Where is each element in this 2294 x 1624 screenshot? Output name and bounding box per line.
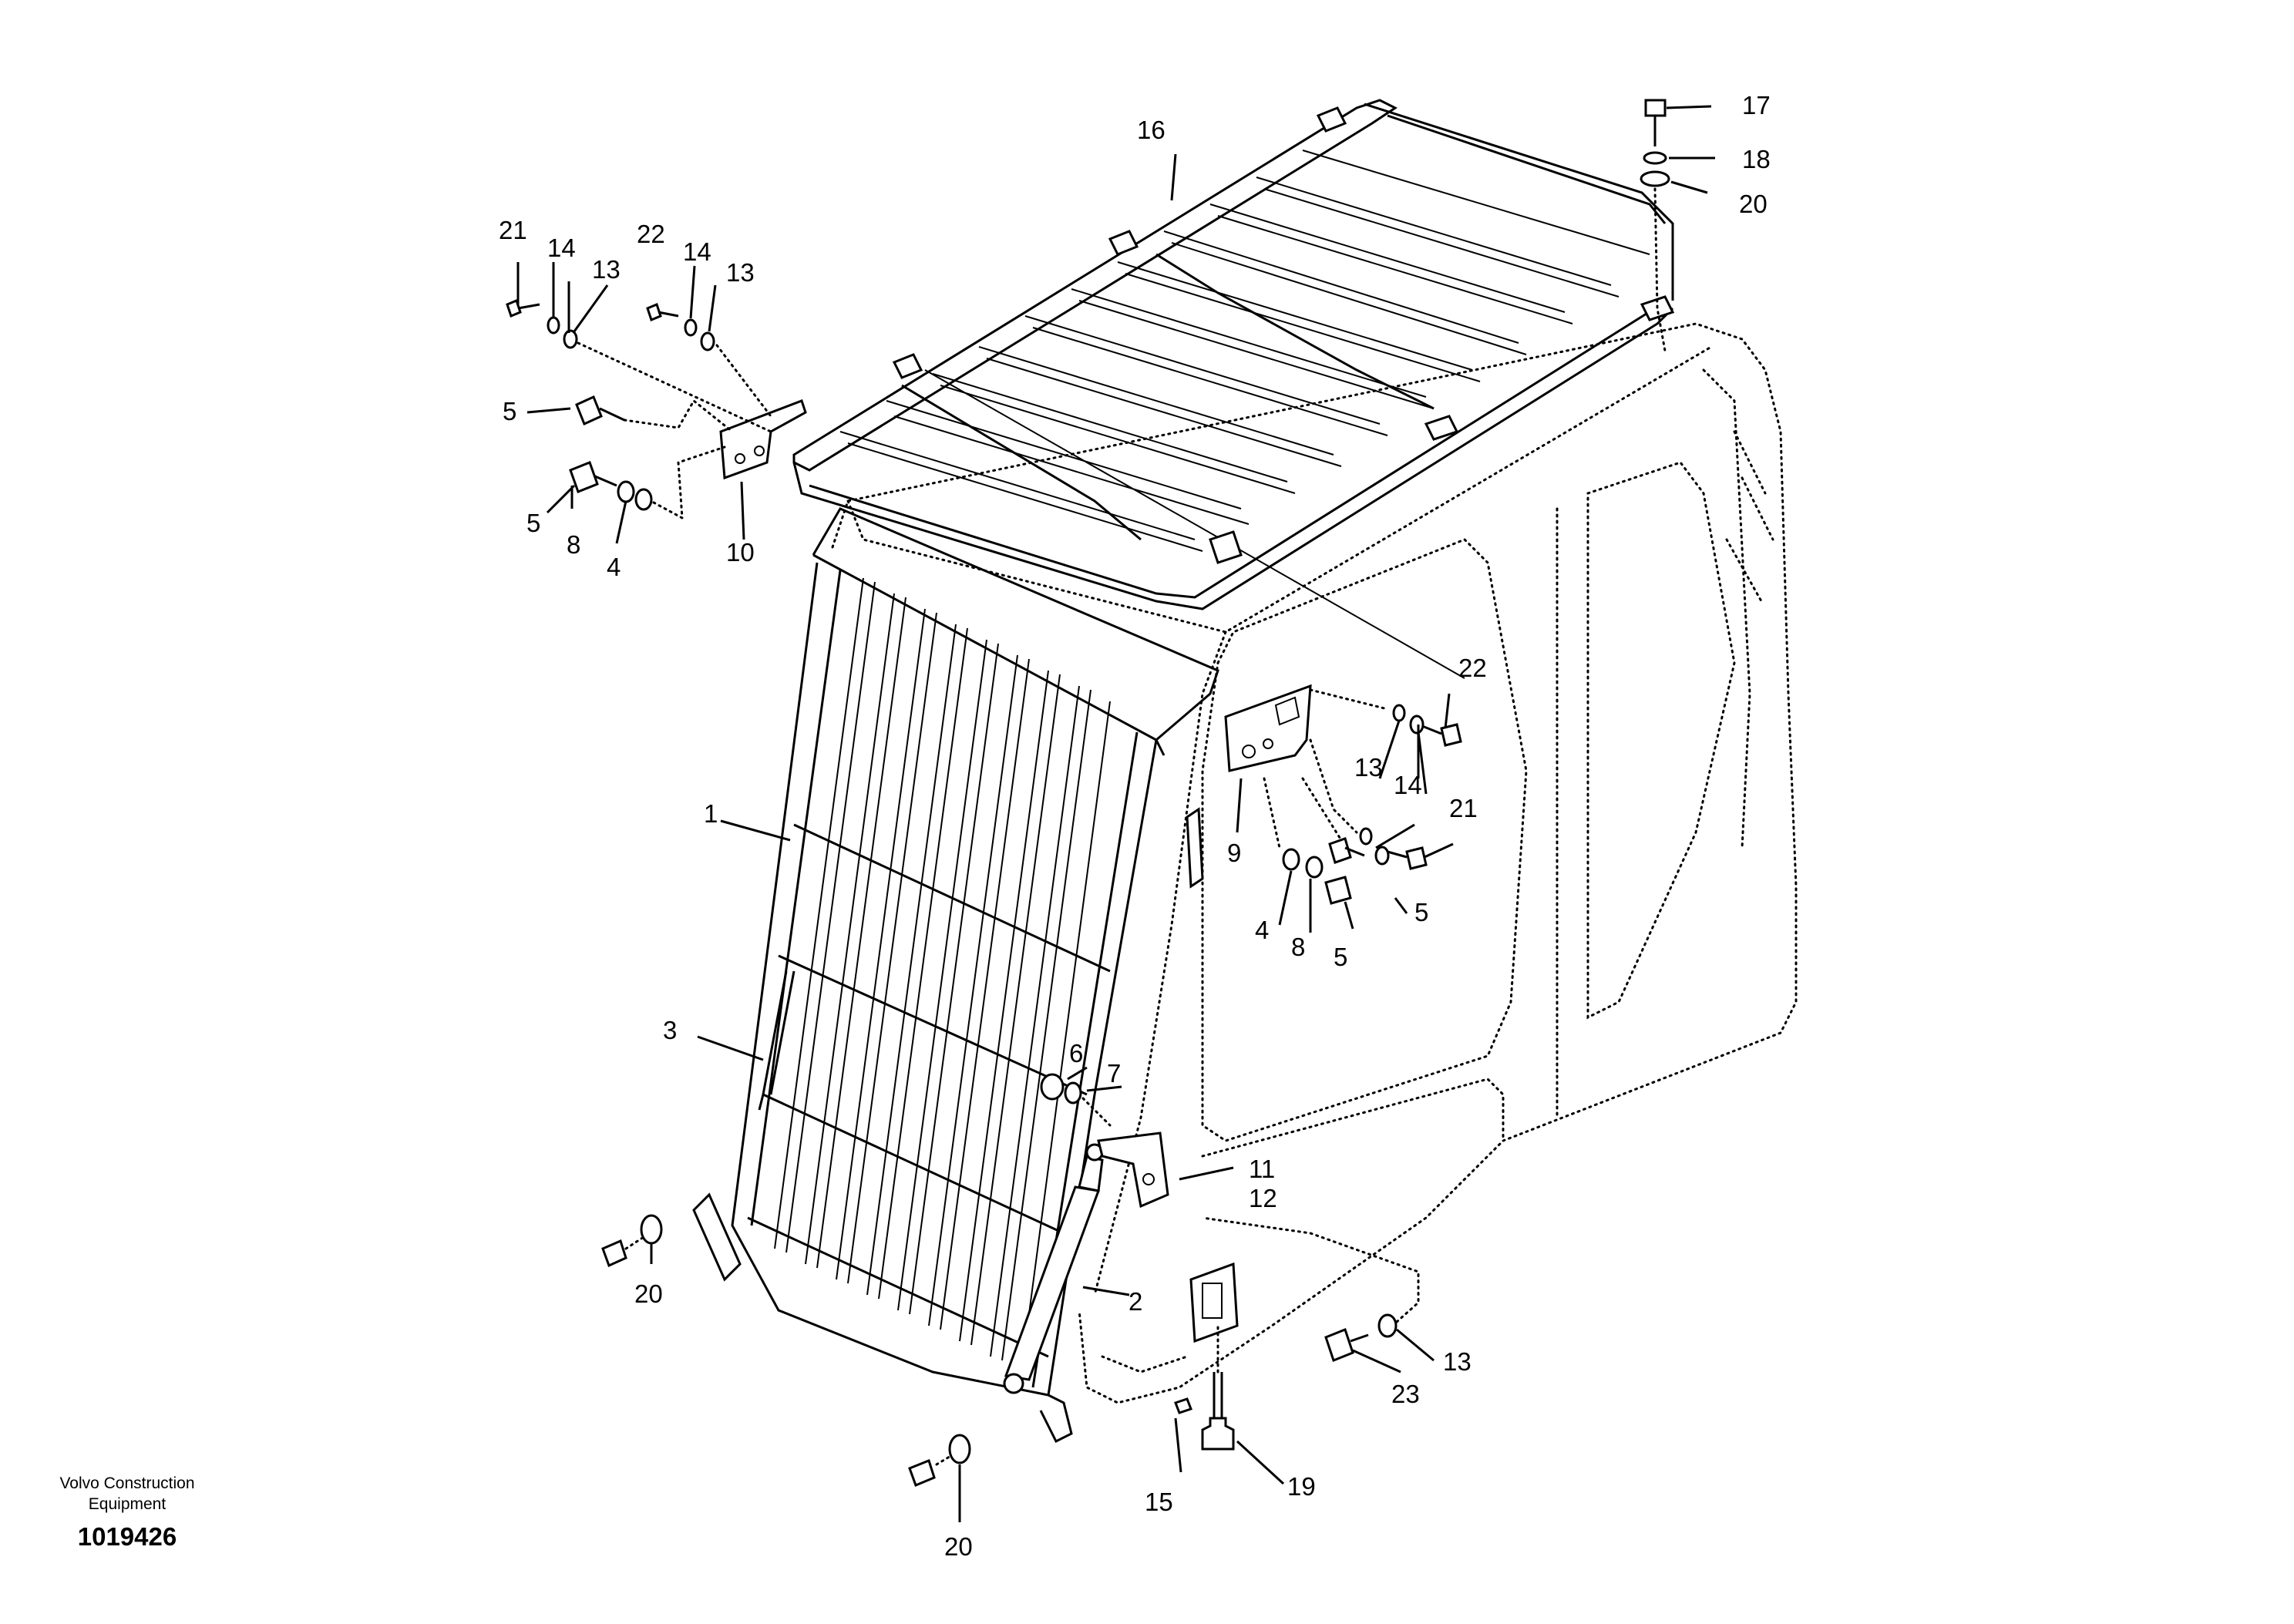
callout-22-right: 22 (1458, 654, 1487, 682)
callout-22-top: 22 (637, 220, 665, 248)
callout-11: 11 (1249, 1155, 1275, 1183)
callout-4-left: 4 (607, 553, 621, 581)
callout-6: 6 (1069, 1039, 1083, 1068)
brand-line-1: Volvo Construction (59, 1474, 194, 1492)
callout-17: 17 (1742, 91, 1771, 119)
callout-5-left: 5 (526, 509, 540, 537)
callout-8-right: 8 (1291, 933, 1305, 961)
callout-9: 9 (1227, 839, 1241, 867)
callout-7: 7 (1107, 1059, 1121, 1088)
callout-13-top-left: 13 (592, 255, 621, 284)
callout-labels: 1 2 3 4 4 5 5 5 5 6 7 8 8 9 10 11 12 13 … (499, 91, 1771, 1561)
callout-16: 16 (1137, 116, 1166, 144)
callout-19: 19 (1287, 1472, 1316, 1501)
callout-5-lower-right: 5 (1334, 943, 1347, 971)
brand-line-2: Equipment (89, 1495, 166, 1513)
callout-20-left: 20 (634, 1279, 663, 1308)
cab-outline (831, 322, 1798, 1404)
callout-4-right: 4 (1255, 916, 1269, 944)
callout-21-top-left: 21 (499, 216, 527, 244)
callout-14-top: 14 (683, 237, 711, 266)
bracket-11 (1097, 1131, 1169, 1209)
callout-5-upper-left: 5 (503, 397, 516, 425)
stay-rod (758, 970, 796, 1111)
callout-14-right: 14 (1394, 771, 1422, 799)
callout-8-left: 8 (567, 530, 580, 559)
front-guard (692, 507, 1219, 1444)
callout-15: 15 (1145, 1488, 1173, 1516)
callout-12: 12 (1249, 1184, 1277, 1212)
hardware (506, 99, 1670, 1487)
callout-20-top-right: 20 (1739, 190, 1768, 218)
callout-18: 18 (1742, 145, 1771, 173)
callout-10: 10 (726, 538, 755, 567)
callout-14-top-left: 14 (547, 234, 576, 262)
callout-13-right: 13 (1354, 753, 1383, 782)
callout-2: 2 (1128, 1287, 1142, 1316)
bracket-9 (1224, 684, 1312, 772)
callout-13-top: 13 (726, 258, 755, 287)
bracket-10 (719, 399, 807, 480)
callout-13-bottom: 13 (1443, 1347, 1472, 1376)
leader-lines (516, 105, 1715, 1522)
callout-21-right: 21 (1449, 794, 1478, 822)
callout-23: 23 (1391, 1380, 1420, 1408)
callout-5-right: 5 (1414, 898, 1428, 926)
callout-1: 1 (704, 799, 718, 828)
callout-20-bottom: 20 (944, 1532, 973, 1561)
drawing-number: 1019426 (78, 1522, 177, 1551)
callout-3: 3 (663, 1016, 677, 1044)
roof-guard (792, 99, 1675, 679)
gas-strut (1003, 1143, 1104, 1394)
drawing-footer: Volvo Construction Equipment 1019426 (59, 1474, 194, 1551)
